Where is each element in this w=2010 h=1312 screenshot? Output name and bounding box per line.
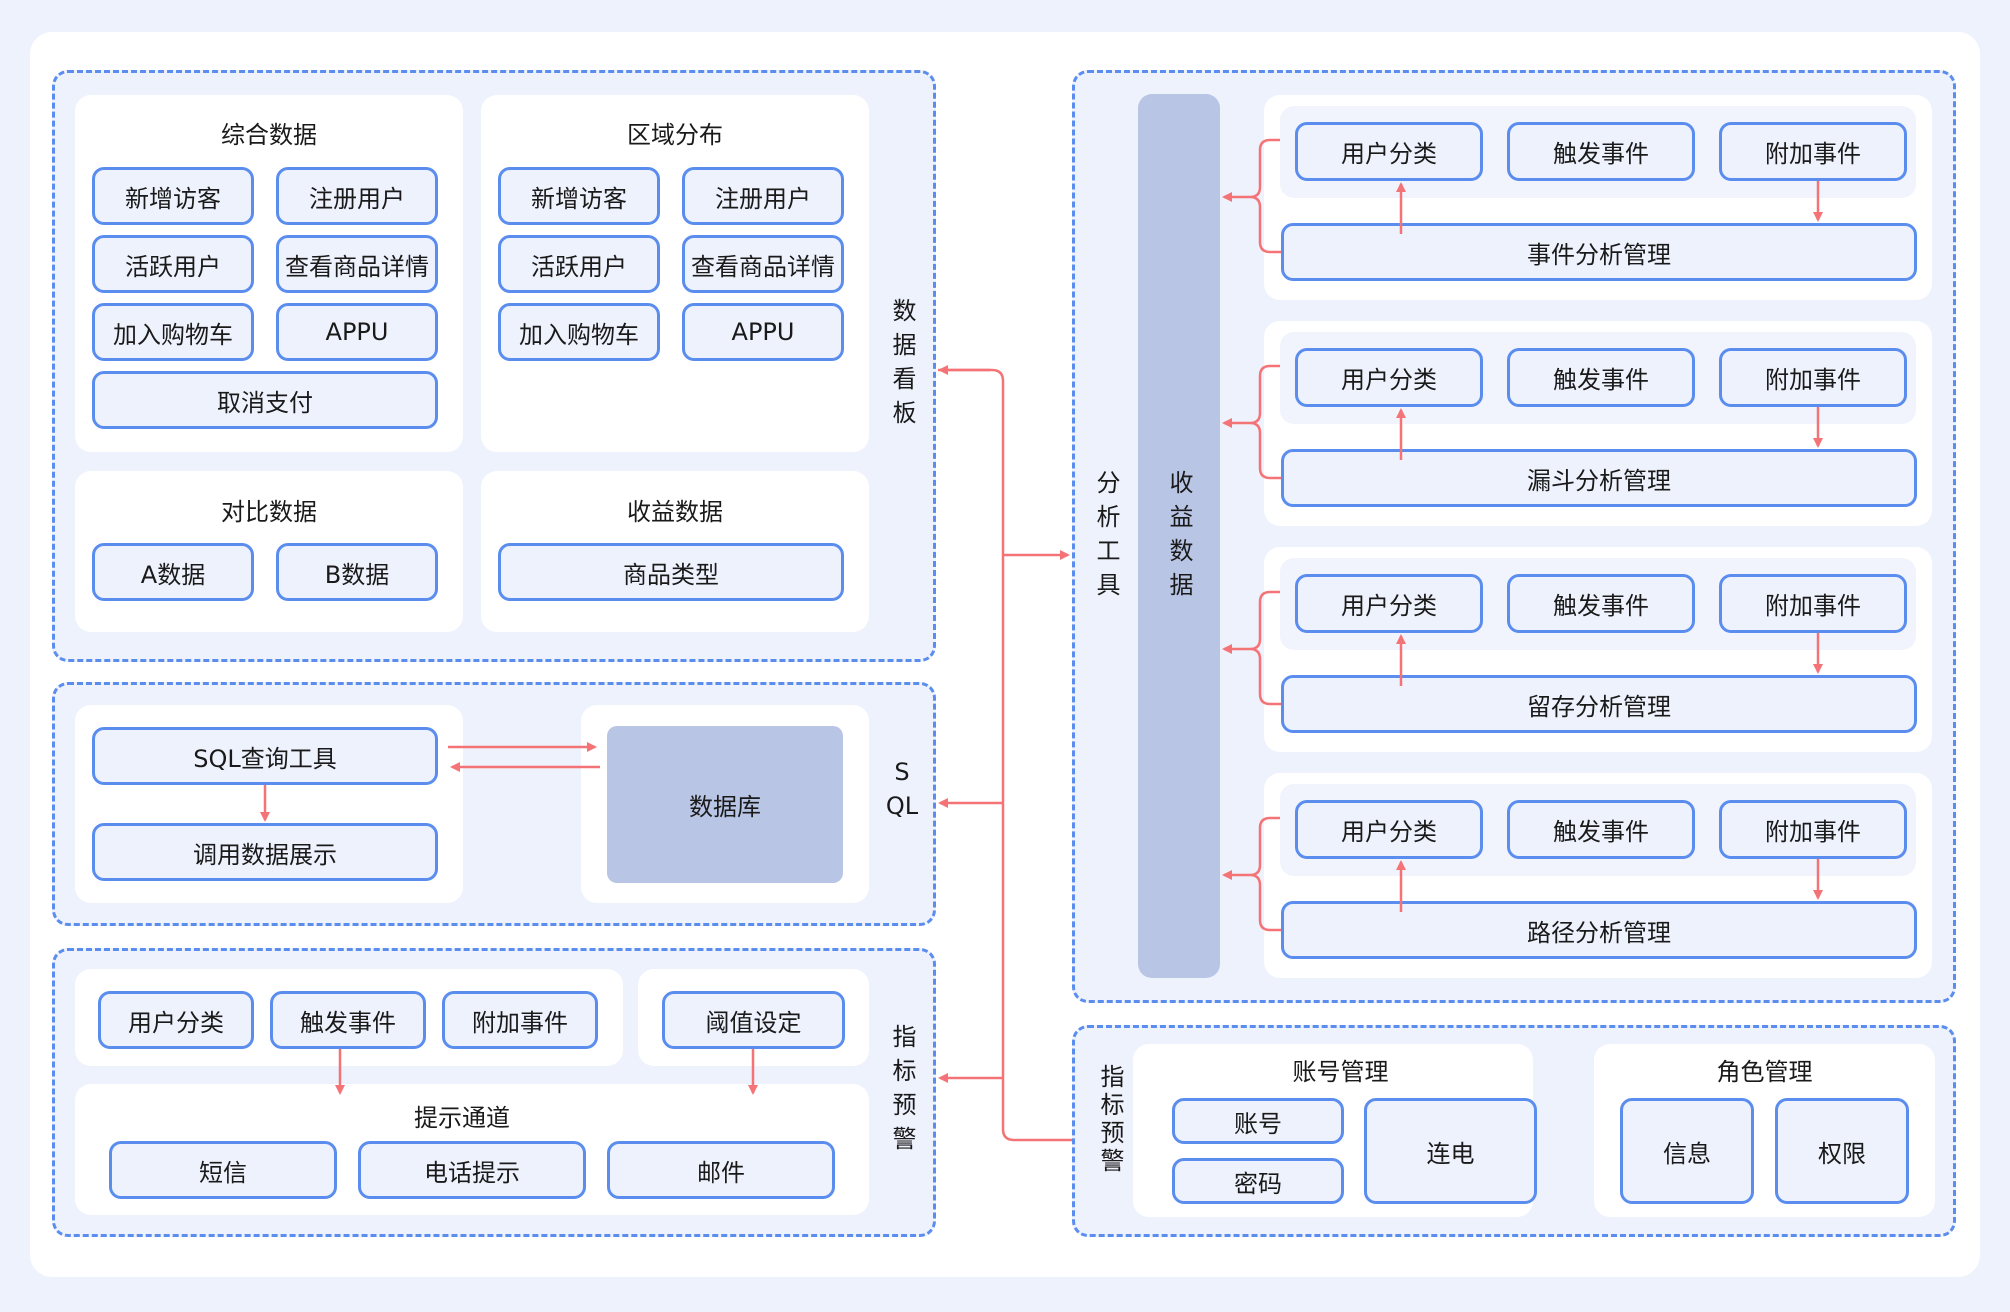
analysis-item-trigger-event[interactable]: 触发事件 xyxy=(1507,800,1695,859)
sql-label: SQL xyxy=(885,758,919,820)
alert-item-extra-event[interactable]: 附加事件 xyxy=(442,991,598,1049)
revenue-data-bar[interactable] xyxy=(1138,94,1220,978)
comp-item-active-users[interactable]: 活跃用户 xyxy=(92,235,254,293)
analysis-item-user-category[interactable]: 用户分类 xyxy=(1295,348,1483,407)
region-item-active-users[interactable]: 活跃用户 xyxy=(498,235,660,293)
analysis-label: 分析工具 xyxy=(1089,470,1123,615)
analysis-manager[interactable]: 留存分析管理 xyxy=(1281,675,1917,733)
comp-item-cancel-payment[interactable]: 取消支付 xyxy=(92,371,438,429)
region-item-add-to-cart[interactable]: 加入购物车 xyxy=(498,303,660,361)
region-item-new-visitors[interactable]: 新增访客 xyxy=(498,167,660,225)
alert-label-text: 指标预警 xyxy=(888,1024,916,1160)
alert-item-user-category[interactable]: 用户分类 xyxy=(98,991,254,1049)
analysis-manager[interactable]: 路径分析管理 xyxy=(1281,901,1917,959)
database-box[interactable]: 数据库 xyxy=(607,726,843,883)
admin-label: 指标预警 xyxy=(1093,1064,1127,1185)
threshold-setting[interactable]: 阈值设定 xyxy=(662,991,845,1049)
admin-label-text: 指标预警 xyxy=(1096,1064,1124,1176)
compare-title: 对比数据 xyxy=(221,498,317,526)
analysis-item-extra-event[interactable]: 附加事件 xyxy=(1719,574,1907,633)
analysis-item-user-category[interactable]: 用户分类 xyxy=(1295,122,1483,181)
comp-item-appu[interactable]: APPU xyxy=(276,303,438,361)
channel-email[interactable]: 邮件 xyxy=(607,1141,835,1199)
revenue-item-product-type[interactable]: 商品类型 xyxy=(498,543,844,601)
region-title: 区域分布 xyxy=(627,121,723,149)
role-title: 角色管理 xyxy=(1716,1058,1813,1086)
analysis-manager[interactable]: 漏斗分析管理 xyxy=(1281,449,1917,507)
dashboard-label-text: 数据看板 xyxy=(888,298,916,434)
channel-title: 提示通道 xyxy=(414,1104,510,1132)
account-item-password[interactable]: 密码 xyxy=(1172,1158,1344,1204)
region-item-view-product-detail[interactable]: 查看商品详情 xyxy=(682,235,844,293)
account-item-connect[interactable]: 连电 xyxy=(1364,1098,1537,1204)
revenue-bar-label: 收益数据 xyxy=(1162,470,1196,615)
revenue-title: 收益数据 xyxy=(627,498,723,526)
channel-sms[interactable]: 短信 xyxy=(109,1141,337,1199)
compare-item-b[interactable]: B数据 xyxy=(276,543,438,601)
alert-item-trigger-event[interactable]: 触发事件 xyxy=(270,991,426,1049)
role-item-info[interactable]: 信息 xyxy=(1620,1098,1754,1204)
sql-query-tool[interactable]: SQL查询工具 xyxy=(92,727,438,785)
analysis-label-text: 分析工具 xyxy=(1092,470,1120,606)
analysis-item-trigger-event[interactable]: 触发事件 xyxy=(1507,348,1695,407)
dashboard-label: 数据看板 xyxy=(885,298,919,443)
account-title: 账号管理 xyxy=(1292,1058,1389,1086)
region-item-appu[interactable]: APPU xyxy=(682,303,844,361)
comp-item-view-product-detail[interactable]: 查看商品详情 xyxy=(276,235,438,293)
comprehensive-data-title: 综合数据 xyxy=(221,121,317,149)
comp-item-new-visitors[interactable]: 新增访客 xyxy=(92,167,254,225)
account-item-account[interactable]: 账号 xyxy=(1172,1098,1344,1144)
revenue-bar-label-text: 收益数据 xyxy=(1165,470,1193,606)
analysis-item-trigger-event[interactable]: 触发事件 xyxy=(1507,122,1695,181)
comp-item-registered-users[interactable]: 注册用户 xyxy=(276,167,438,225)
analysis-item-user-category[interactable]: 用户分类 xyxy=(1295,800,1483,859)
analysis-item-user-category[interactable]: 用户分类 xyxy=(1295,574,1483,633)
analysis-item-extra-event[interactable]: 附加事件 xyxy=(1719,122,1907,181)
analysis-item-trigger-event[interactable]: 触发事件 xyxy=(1507,574,1695,633)
comp-item-add-to-cart[interactable]: 加入购物车 xyxy=(92,303,254,361)
channel-phone[interactable]: 电话提示 xyxy=(358,1141,586,1199)
region-item-registered-users[interactable]: 注册用户 xyxy=(682,167,844,225)
role-item-permission[interactable]: 权限 xyxy=(1775,1098,1909,1204)
compare-item-a[interactable]: A数据 xyxy=(92,543,254,601)
analysis-item-extra-event[interactable]: 附加事件 xyxy=(1719,800,1907,859)
analysis-manager[interactable]: 事件分析管理 xyxy=(1281,223,1917,281)
alert-label: 指标预警 xyxy=(885,1024,919,1169)
analysis-item-extra-event[interactable]: 附加事件 xyxy=(1719,348,1907,407)
sql-data-display[interactable]: 调用数据展示 xyxy=(92,823,438,881)
